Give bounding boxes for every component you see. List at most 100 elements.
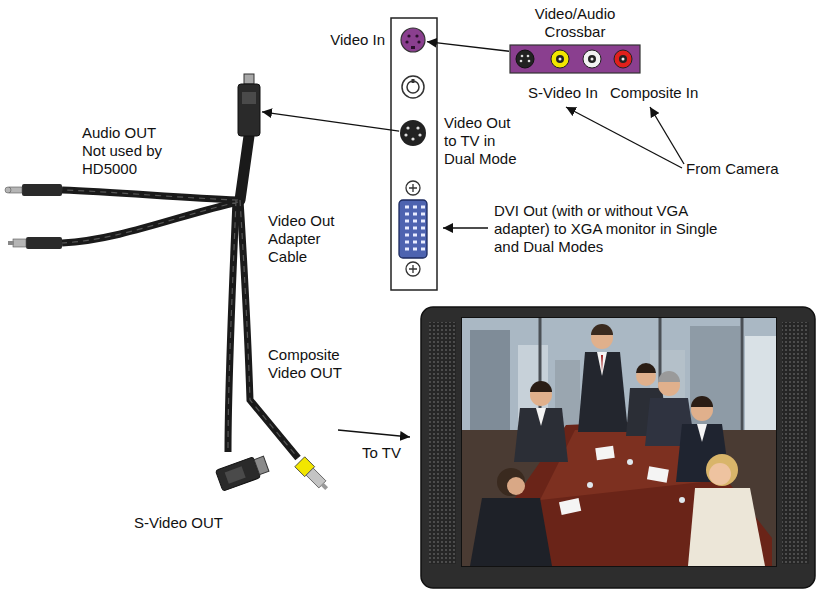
din-video-out-port-part: [404, 133, 407, 136]
meeting-scene-part: [601, 355, 603, 372]
audio-plug: [8, 237, 62, 249]
text-holder: Video Out to TV in Dual Mode: [444, 114, 524, 168]
meeting-scene-part: [688, 488, 765, 566]
crossbar-panel-part: [521, 55, 524, 58]
crossbar-panel-part: [583, 50, 601, 68]
svideo-out-plug-part: [254, 456, 269, 474]
text-holder: Composite In: [610, 84, 710, 102]
svideo-out-plug-part: [215, 457, 260, 491]
svideo-in-port: [401, 28, 425, 52]
meeting-scene-part: [697, 424, 707, 442]
meeting-scene-part: [597, 352, 607, 376]
audio-plug-part: [22, 184, 62, 196]
dvi-port-part: [406, 181, 420, 195]
video-out-plug-part: [238, 84, 260, 136]
crossbar-panel: [510, 45, 640, 73]
port-description: DVI Out (with or without VGA adapter) to…: [494, 202, 730, 256]
din-video-out-port-part: [418, 133, 421, 136]
node-label: Video Out Adapter Cable: [268, 212, 348, 266]
port-video-out: Video Out to TV in Dual Mode: [400, 120, 426, 146]
meeting-scene-part: [636, 363, 656, 373]
meeting-scene-part: [706, 454, 738, 486]
adapter-cable-part: [62, 190, 298, 458]
meeting-scene-part: [578, 352, 628, 432]
crossbar-panel-part: [556, 55, 564, 63]
meeting-scene-part: [514, 408, 568, 462]
meeting-scene-part: [679, 497, 685, 503]
television-part: [421, 307, 815, 588]
crossbar-panel-part: [551, 50, 569, 68]
meeting-scene-part: [627, 459, 633, 465]
node-label: Video Out to TV in Dual Mode: [444, 114, 524, 168]
meeting-scene-part: [691, 396, 713, 407]
din-video-out-port-part: [406, 126, 409, 129]
svideo-in-port-part: [407, 34, 410, 37]
text-holder: Audio OUT Not used by HD5000: [82, 124, 174, 178]
adapter-cable: [62, 136, 298, 458]
card-bracket-part: [391, 18, 437, 290]
cable-plug: Video Out Adapter Cable: [238, 84, 260, 136]
crossbar-panel-part: [520, 60, 523, 63]
connector-arrow: [262, 112, 399, 131]
crossbar-panel-part: [619, 55, 627, 63]
crossbar-panel-part: [528, 60, 531, 63]
audio-plug-part: [13, 239, 26, 247]
round-port: [402, 76, 424, 98]
crossbar-panel-part: [591, 58, 594, 61]
svideo-in-port-part: [415, 34, 418, 37]
din-video-out-port-part: [400, 120, 426, 146]
text-holder: From Camera: [686, 160, 806, 178]
crossbar-panel-part: [588, 55, 596, 63]
plug-note: Audio OUT Not used by HD5000: [82, 124, 174, 178]
round-port-part: [412, 79, 415, 83]
leader-arrows-part: [338, 430, 410, 437]
connector-arrow: [427, 42, 509, 52]
port-label: S-Video In: [528, 84, 608, 102]
text-holder: Video In: [330, 31, 385, 49]
card-bracket: [391, 18, 437, 290]
television-part: [429, 322, 456, 564]
svideo-in-port-part: [411, 46, 415, 49]
meeting-scene-part: [497, 468, 525, 496]
video-out-plug: [238, 74, 260, 136]
crossbar-panel-part: [527, 55, 530, 58]
audio-plug-part: [26, 237, 62, 249]
destination-label: To TV: [362, 444, 422, 462]
meeting-scene-part: [595, 446, 614, 460]
port-label: Composite In: [610, 84, 710, 102]
composite-out-plug-part: [321, 483, 328, 490]
source-label: From Camera: [686, 160, 806, 178]
television-part: [461, 317, 777, 567]
video-out-plug-part: [244, 74, 254, 84]
meeting-scene-part: [559, 498, 581, 515]
audio-plug: [5, 184, 62, 196]
meeting-scene-part: [690, 326, 740, 436]
audio-plug-part: [5, 187, 11, 193]
svideo-in-port-part: [401, 28, 425, 52]
meeting-scene-part: [507, 477, 525, 495]
crossbar-panel-part: [614, 50, 632, 68]
meeting-scene-part: [536, 408, 546, 426]
dvi-port-part: [406, 262, 420, 276]
meeting-scene-part: [462, 318, 776, 566]
text-holder: Composite Video OUT: [268, 346, 358, 382]
round-port-part: [402, 76, 424, 98]
text-holder: Video Out Adapter Cable: [268, 212, 348, 266]
television: [421, 307, 815, 588]
text-holder: S-Video In: [528, 84, 608, 102]
crossbar-panel-part: [510, 45, 640, 73]
port-video-in: Video In: [401, 28, 425, 52]
crossbar-panel-part: [559, 58, 562, 61]
dvi-port-part: [403, 204, 427, 253]
dvi-port-part: [399, 200, 427, 258]
din-video-out-port: [400, 120, 426, 146]
meeting-scene-part: [530, 381, 552, 392]
dvi-port-part: [409, 184, 417, 192]
meeting-scene-part: [745, 336, 776, 436]
leader-arrows-part: [443, 227, 488, 228]
meeting-scene-part: [540, 318, 742, 440]
leader-arrows-part: [650, 107, 684, 164]
composite-out-plug: [295, 457, 332, 494]
